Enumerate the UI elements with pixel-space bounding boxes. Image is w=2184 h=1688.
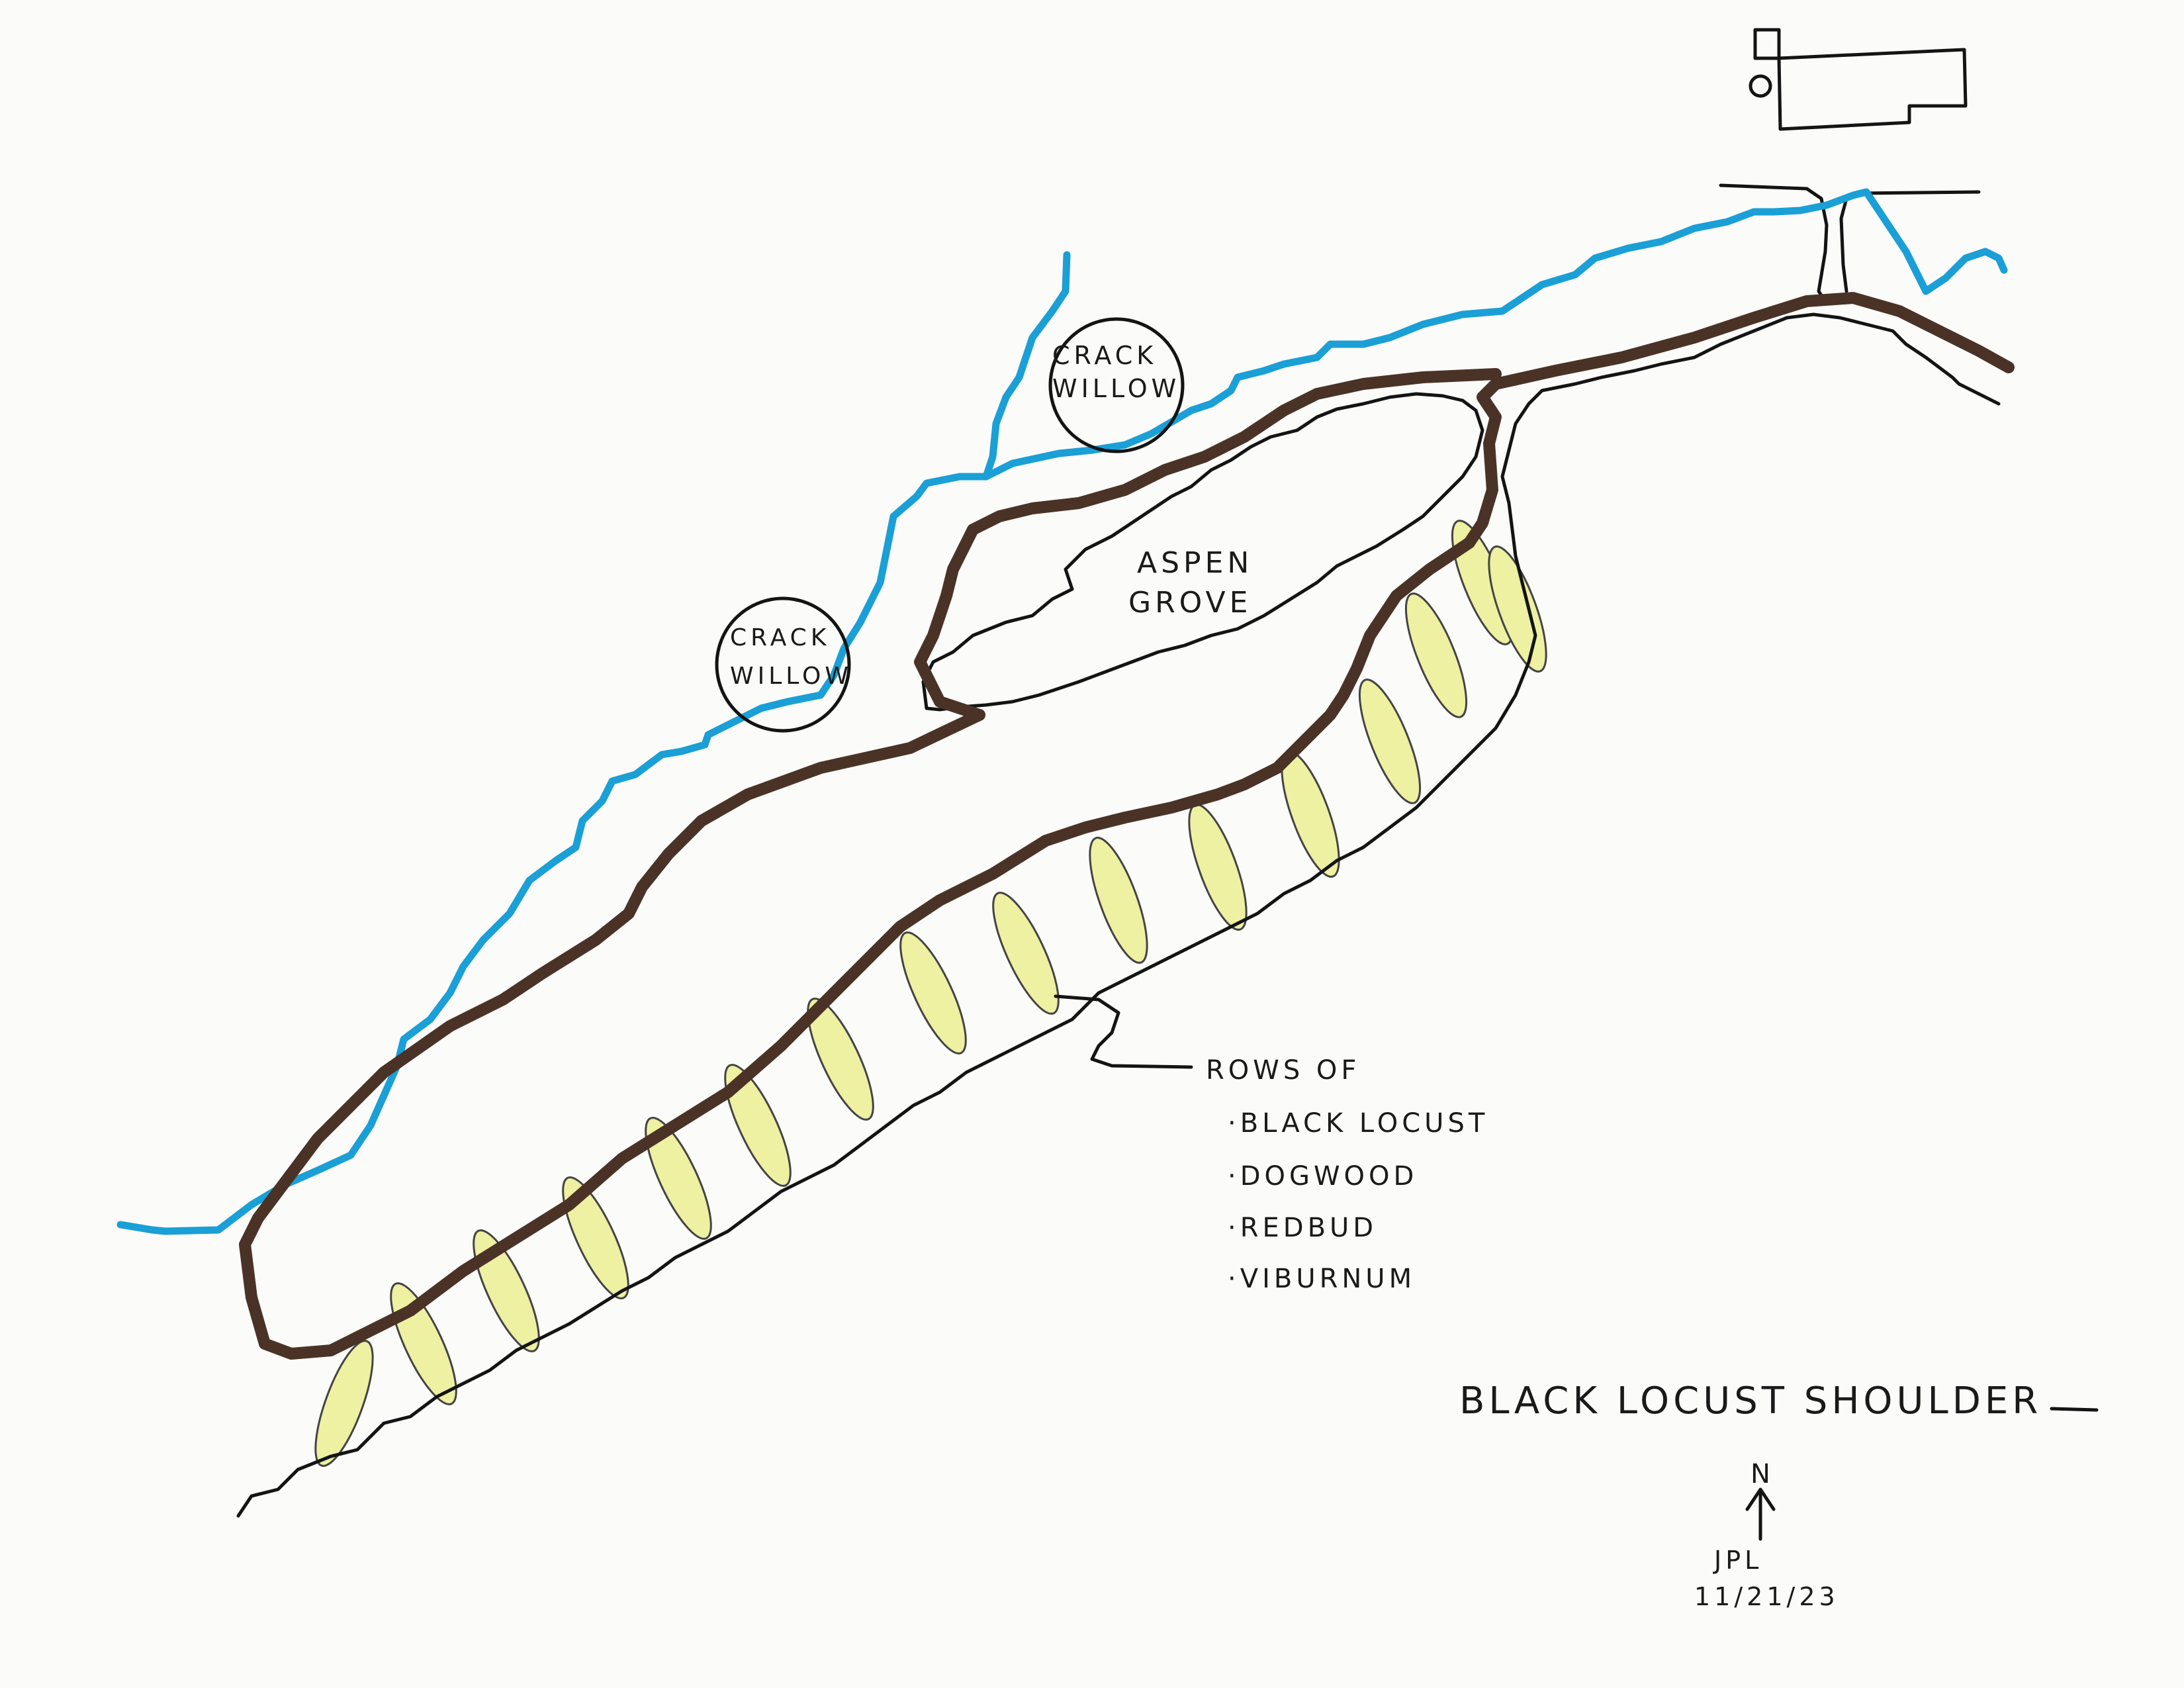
north-label: N (1751, 1459, 1774, 1489)
crack-willow-upper: CRACK WILLOW (1048, 317, 1185, 453)
walking-path-upper (914, 368, 1502, 721)
tree-row (807, 998, 874, 1121)
tree-row (562, 1176, 629, 1299)
aspen-grove-label-2: GROVE (1128, 586, 1251, 620)
tree-row (1404, 592, 1468, 718)
rows-heading: ROWS OF (1206, 1055, 1360, 1086)
crack-willow-upper-outline (1048, 317, 1185, 453)
tributary-stream (982, 251, 1071, 481)
author-initials: JPL (1713, 1546, 1762, 1575)
species-black-locust: ·BLACK LOCUST (1228, 1108, 1488, 1139)
tree-row (1188, 804, 1248, 931)
tree-row (1488, 545, 1547, 673)
tree-row (992, 892, 1060, 1015)
north-arrow: N (1745, 1459, 1776, 1541)
north-arrow-shaft (1745, 1487, 1776, 1541)
species-redbud: ·REDBUD (1228, 1213, 1377, 1243)
crack-willow-upper-label-1: CRACK (1052, 341, 1157, 370)
crack-willow-upper-label-2: WILLOW (1052, 374, 1180, 403)
species-dogwood: ·DOGWOOD (1228, 1161, 1418, 1192)
aspen-grove-label-1: ASPEN (1137, 546, 1253, 580)
building-shed (1753, 28, 1781, 60)
aspen-grove-outline (921, 392, 1484, 712)
rows-leader-line (1054, 994, 1193, 1069)
crack-willow-lower: CRACK WILLOW (715, 596, 852, 733)
main-stream (116, 188, 2008, 1235)
tree-row (314, 1340, 374, 1467)
aspen-grove: ASPEN GROVE (921, 392, 1484, 712)
driveway-left-edge (1719, 183, 1829, 303)
crack-willow-lower-label-2: WILLOW (730, 663, 852, 690)
driveway-right-edge (1839, 190, 1981, 293)
drawing-date: 11/21/23 (1694, 1582, 1839, 1611)
species-viburnum: ·VIBURNUM (1228, 1264, 1416, 1294)
tree-row (724, 1064, 792, 1187)
map-title: BLACK LOCUST SHOULDER (1459, 1380, 2042, 1423)
tree-row (645, 1117, 712, 1240)
crack-willow-lower-outline (715, 596, 851, 733)
crack-willow-lower-label-1: CRACK (730, 624, 830, 651)
walking-path (239, 292, 2015, 1360)
title-underline-flourish (2050, 1407, 2099, 1412)
building-tank (1749, 74, 1772, 98)
building-outline (1777, 48, 1968, 131)
building (1749, 28, 1968, 131)
tree-row (1358, 679, 1422, 804)
tree-row (1089, 837, 1148, 964)
rows-legend: ROWS OF ·BLACK LOCUST ·DOGWOOD ·REDBUD ·… (1206, 1055, 1488, 1294)
tree-row (899, 931, 967, 1055)
south-edge-boundary (236, 312, 2001, 1518)
tree-rows (314, 520, 1547, 1467)
